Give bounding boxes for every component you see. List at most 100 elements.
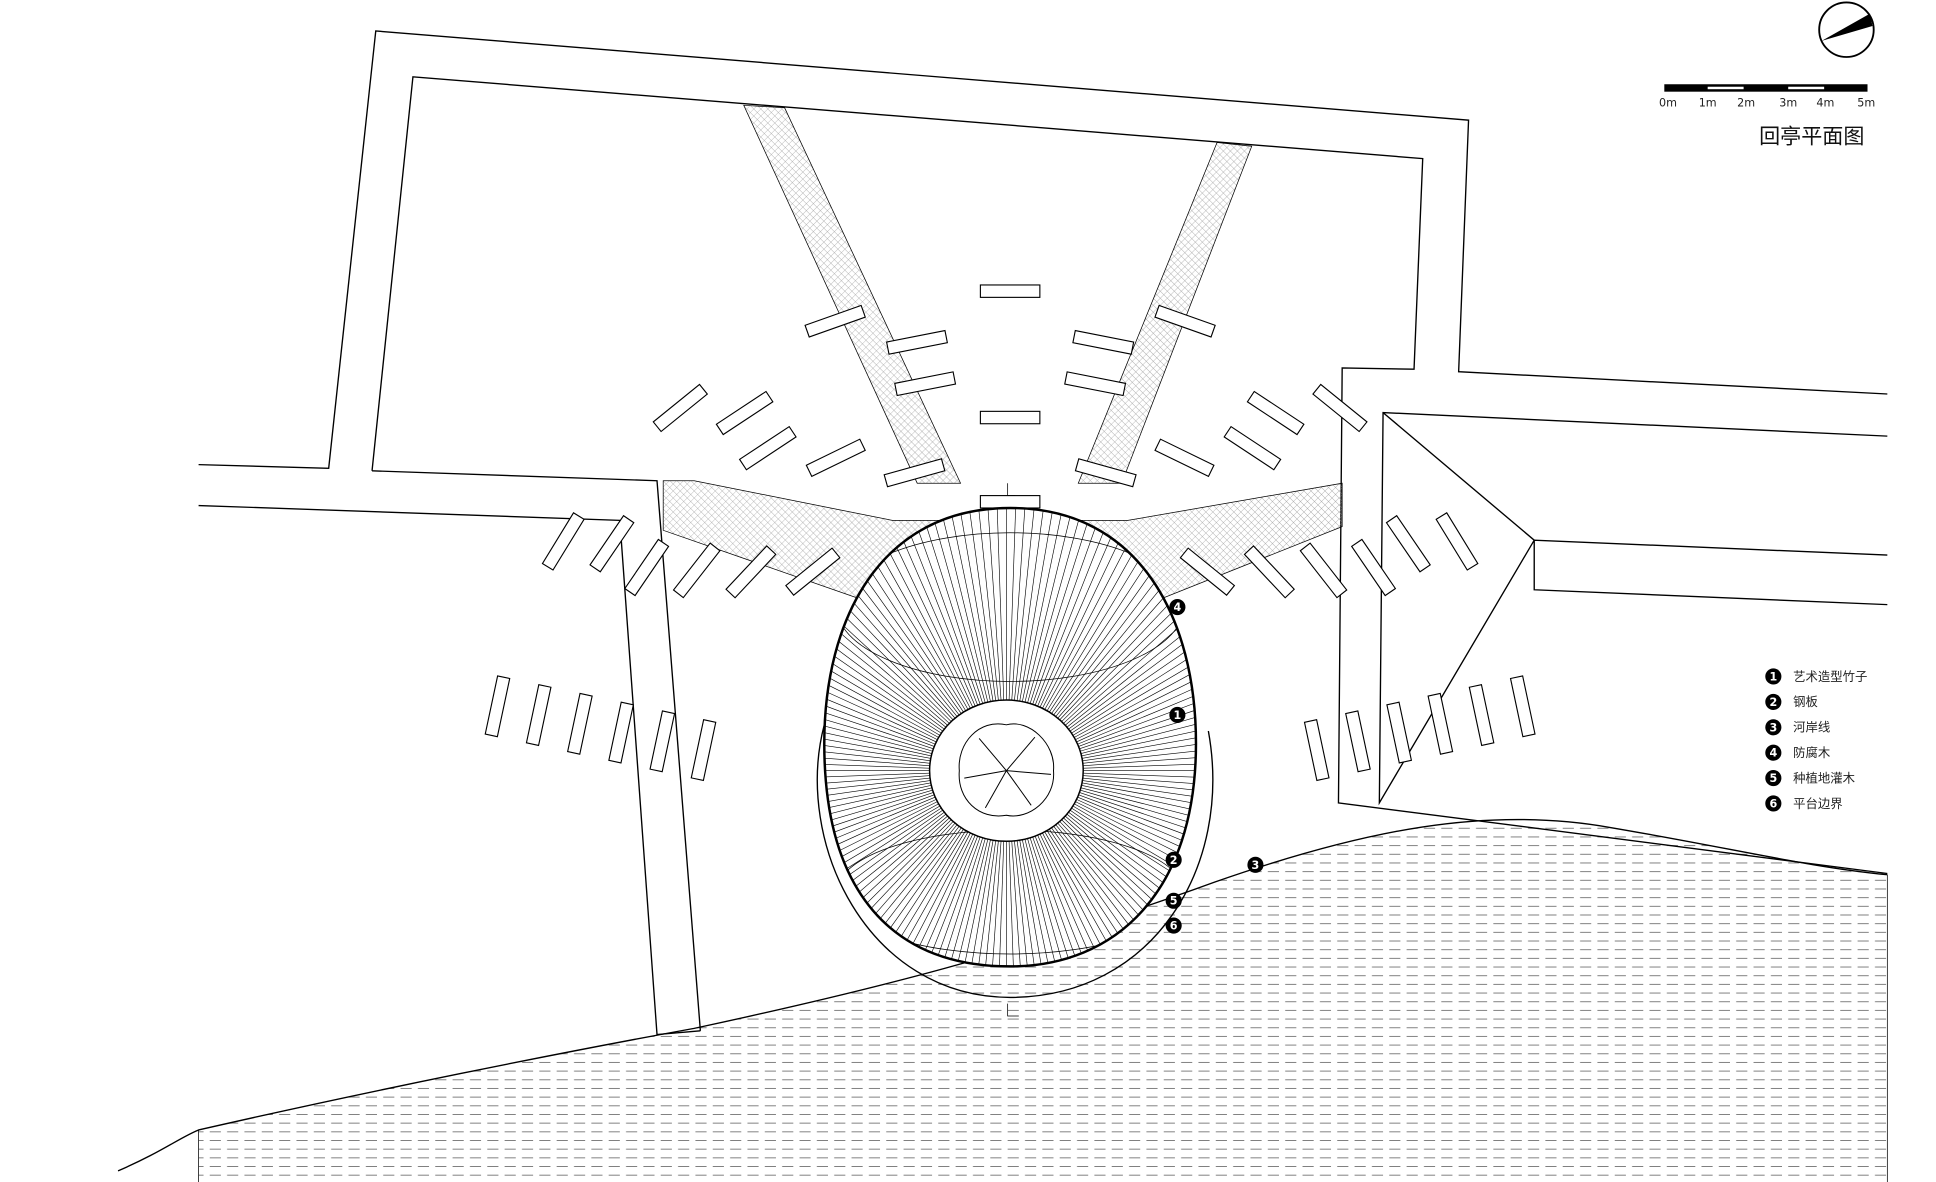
bamboo-rib [1019,507,1063,704]
bamboo-rib [1080,759,1196,769]
bamboo-rib [994,507,1005,703]
callout-4: 4 [1169,599,1186,616]
svg-text:河岸线: 河岸线 [1793,721,1830,735]
svg-text:防腐木: 防腐木 [1793,745,1830,760]
bamboo-rib [824,572,949,729]
bamboo-rib [1079,703,1196,757]
scale-label: 3m [1779,97,1797,110]
bench [1154,304,1216,338]
bench [589,514,635,573]
bench [1386,701,1413,764]
bamboo-rib [1051,824,1196,967]
bamboo-rib [824,554,952,726]
bench [785,547,841,596]
bamboo-rib [906,507,984,706]
svg-text:2: 2 [1170,854,1178,867]
svg-text:6: 6 [1170,919,1178,932]
bamboo-rib [1016,507,1052,704]
bamboo-rib [835,828,968,967]
bench [624,538,670,597]
callout-3: 3 [1247,856,1264,873]
bamboo-rib [906,835,984,967]
bamboo-rib [1075,649,1196,746]
bench [484,675,511,738]
svg-text:5: 5 [1769,772,1777,785]
central-sculpture [958,723,1054,817]
svg-text:2: 2 [1769,696,1777,709]
bamboo-rib [1036,832,1138,967]
bamboo-rib [824,772,933,783]
callout-2: 2 [1165,851,1182,868]
bamboo-rib [1013,838,1041,967]
bamboo-rib [1024,507,1085,705]
legend-item: 2 钢板 [1765,693,1818,710]
bench [894,371,957,397]
svg-text:种植地灌木: 种植地灌木 [1793,770,1855,785]
platform-boundary [816,724,1214,999]
bench [541,512,585,571]
bench [883,458,946,488]
bench [979,284,1041,298]
bamboo-rib [1008,838,1018,967]
bamboo-rib [1013,507,1041,703]
bamboo-rib [1061,554,1196,726]
bamboo-rib [824,779,933,816]
bamboo-rib [895,834,982,967]
bench [649,710,676,773]
bamboo-rib [917,836,987,967]
bamboo-rib [824,791,936,871]
bamboo-rib [1045,828,1178,967]
svg-text:3: 3 [1252,859,1260,872]
bench [885,329,949,355]
callout-5: 5 [1165,892,1182,909]
bamboo-rib [1021,837,1074,967]
bamboo-rib [824,563,950,728]
bamboo-rib [939,507,992,705]
bamboo-rib [1079,714,1196,760]
bench [1072,329,1135,355]
bamboo-rib [1031,507,1117,707]
bamboo-rib [1078,786,1196,849]
bamboo-rib [864,831,975,967]
drawing-title: 回亭平面图 [1759,124,1864,149]
bamboo-rib [917,507,987,706]
svg-text:平台边界: 平台边界 [1793,796,1843,811]
bamboo-rib [824,649,938,746]
bamboo-rib [824,736,933,764]
bench [1179,547,1236,596]
bench [738,425,797,471]
bamboo-rib [824,660,937,748]
bamboo-rib [1074,639,1196,744]
bamboo-rib [824,590,945,733]
bamboo-rib [1041,830,1158,967]
bamboo-rib [1038,831,1148,967]
bamboo-rib [1057,538,1196,722]
bamboo-pavilion [823,506,1198,968]
bamboo-rib [1067,590,1196,733]
bamboo-rib [875,832,977,967]
bamboo-rib [824,795,938,892]
bamboo-rib [1066,581,1196,731]
bamboo-rib [972,838,999,967]
bamboo-rib [824,777,933,805]
bench [1385,514,1431,573]
bamboo-rib [1063,563,1196,728]
scale-label: 4m [1816,97,1834,110]
site-outlines [198,30,1888,1036]
bamboo-rib [1071,619,1196,739]
svg-text:1: 1 [1769,670,1777,683]
bamboo-rib [1033,833,1128,967]
svg-text:钢板: 钢板 [1793,695,1818,709]
bamboo-rib [1011,838,1030,967]
bench [979,410,1041,425]
scale-label: 5m [1857,97,1875,110]
bamboo-rib [1080,736,1196,764]
bamboo-rib [1008,507,1018,703]
bamboo-rib [1079,725,1196,762]
bamboo-rib [824,670,936,750]
bench-rows [484,284,1536,782]
bamboo-rib [824,619,941,739]
